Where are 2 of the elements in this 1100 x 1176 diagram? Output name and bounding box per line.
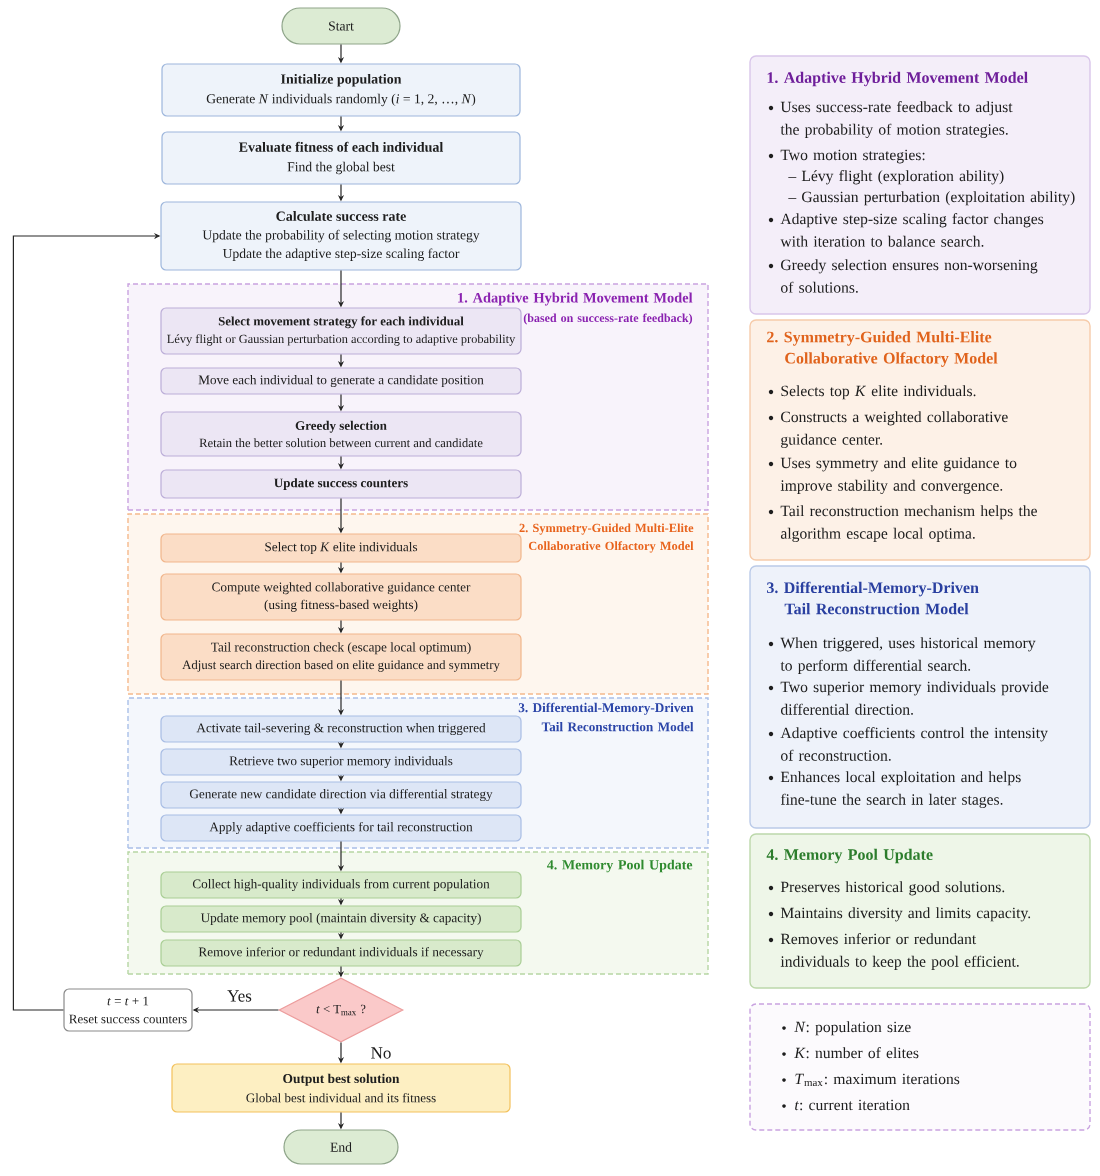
edge-label: Yes [225,988,254,1004]
edge-label: No [368,1045,394,1061]
